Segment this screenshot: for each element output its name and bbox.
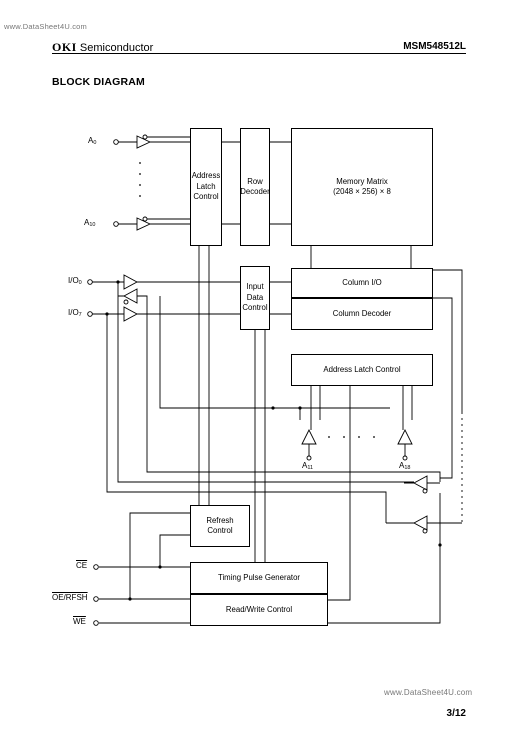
memory-matrix-block: Memory Matrix (2048 × 256) × 8: [291, 128, 433, 246]
read-write-control-block: Read/Write Control: [190, 594, 328, 626]
pin-label-a11: A11: [302, 461, 314, 471]
ellipsis-dot: [139, 173, 141, 175]
control-vertical-2: [328, 493, 441, 624]
page-number: 3/12: [446, 708, 466, 719]
a10-buffer-icon: [136, 217, 152, 231]
a11-buffer-icon: [301, 428, 317, 445]
matrix-to-colio: [310, 246, 412, 268]
ellipsis-dot: [139, 195, 141, 197]
refresh-to-latch: [198, 246, 210, 505]
address-latch-control-lower-block: Address Latch Control: [291, 354, 433, 386]
input-data-to-timing: [254, 330, 266, 562]
oki-logo: OKI: [52, 40, 77, 54]
row-decoder-block: Row Decoder: [240, 128, 270, 246]
we-pin: [93, 620, 99, 626]
io0-return: [117, 282, 441, 482]
io7-in-buffer-icon: [123, 306, 138, 322]
a10-pin: [113, 221, 119, 227]
io0-return-bus: [117, 330, 414, 483]
address-latch-control-block: Address Latch Control: [190, 128, 222, 246]
pin-label-we: WE: [73, 617, 86, 626]
io0-pin: [87, 279, 93, 285]
junction-dot: [128, 597, 132, 601]
io0-in-buffer-icon: [123, 274, 138, 290]
dotted-bus-line: [320, 407, 463, 523]
output-buffer-2-bubble: [422, 528, 428, 534]
junction-dot: [298, 406, 302, 410]
ellipsis-dot: [139, 162, 141, 164]
pin-label-a0: A0: [88, 136, 97, 146]
io7-return-bus: [106, 314, 387, 523]
junction-dot: [271, 406, 275, 410]
input-data-control-block: Input Data Control: [240, 266, 270, 330]
junction-dot: [116, 280, 120, 284]
ellipsis-dot: [373, 436, 375, 438]
colio-right-out: [432, 269, 463, 412]
a10-buffer-bubble: [142, 216, 148, 222]
ce-pin: [93, 564, 99, 570]
output-buffer-2-icon: [413, 515, 428, 531]
control-vertical-1: [328, 386, 351, 601]
a18-pin: [402, 455, 408, 461]
pin-label-ce: CE: [76, 561, 88, 570]
a0-buffer-bubble: [142, 134, 148, 140]
io0-out-bubble: [123, 299, 129, 305]
a10-to-latch: [147, 218, 190, 225]
ce-to-refresh: [159, 534, 190, 567]
pin-label-oe-rfsh: OE/RFSH: [52, 593, 88, 602]
io0-out-buffer-icon: [123, 288, 138, 304]
oe-rfsh-pin: [93, 596, 99, 602]
a0-pin: [113, 139, 119, 145]
brand-text: Semiconductor: [79, 42, 154, 54]
output-buffer-1-icon: [413, 475, 428, 491]
junction-dot: [158, 565, 162, 569]
output-buffer-1-bubble: [422, 488, 428, 494]
ellipsis-dot: [328, 436, 330, 438]
page-header: OKI Semiconductor MSM548512L: [52, 40, 466, 54]
a0-buffer-icon: [136, 135, 152, 149]
brand: OKI Semiconductor: [52, 40, 153, 55]
ellipsis-dot: [358, 436, 360, 438]
input-data-to-colio: [270, 281, 291, 315]
colio-bus-right: [432, 297, 453, 479]
row-to-matrix-bus: [270, 141, 291, 225]
a0-to-latch: [147, 136, 190, 143]
io7-pin: [87, 311, 93, 317]
watermark-bottom: www.DataSheet4U.com: [384, 688, 473, 697]
pin-label-io0: I/O0: [68, 276, 82, 286]
ellipsis-dot: [139, 184, 141, 186]
ellipsis-dot: [343, 436, 345, 438]
timing-pulse-generator-block: Timing Pulse Generator: [190, 562, 328, 594]
junction-dot: [105, 312, 109, 316]
oe-to-refresh: [129, 512, 190, 599]
latch-to-row-bus: [222, 141, 240, 225]
header-rule: [52, 53, 466, 54]
a11-pin: [306, 455, 312, 461]
section-title: BLOCK DIAGRAM: [52, 76, 146, 88]
a18-buffer-icon: [397, 428, 413, 445]
address-latch-to-a18: [402, 386, 413, 430]
pin-label-a18: A18: [399, 461, 411, 471]
pin-label-io7: I/O7: [68, 308, 82, 318]
part-number: MSM548512L: [403, 41, 466, 52]
refresh-control-block: Refresh Control: [190, 505, 250, 547]
junction-dot: [438, 543, 442, 547]
column-io-block: Column I/O: [291, 268, 433, 298]
watermark-top: www.DataSheet4U.com: [4, 22, 88, 31]
pin-label-a10: A10: [84, 218, 96, 228]
column-decoder-block: Column Decoder: [291, 298, 433, 330]
